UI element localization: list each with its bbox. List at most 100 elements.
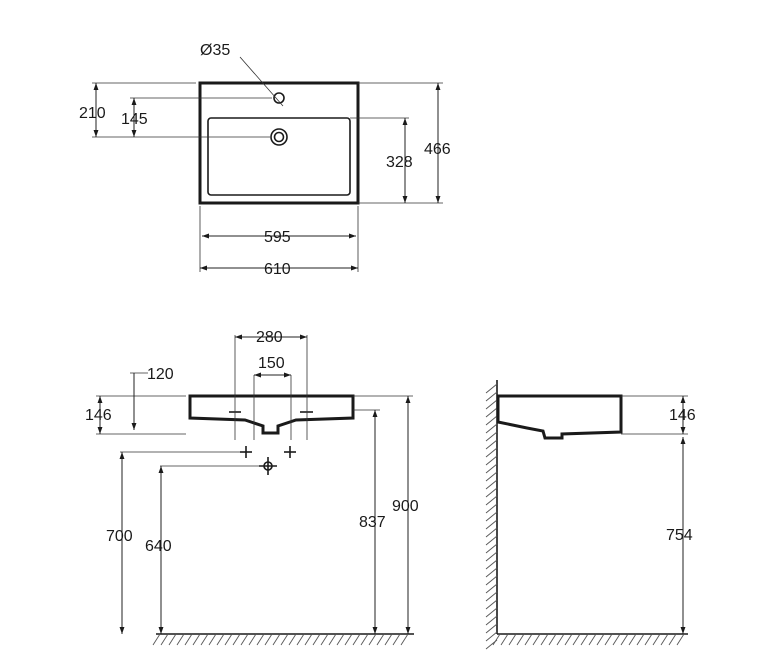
hatch-stroke [328, 633, 337, 646]
label-900: 900 [392, 498, 419, 515]
hatch-stroke [216, 633, 225, 646]
hatch-stroke [485, 391, 498, 402]
hatch-stroke [296, 633, 305, 646]
hatch-stroke [485, 495, 498, 506]
label-328: 328 [386, 154, 413, 171]
drain-inner [273, 131, 285, 143]
hatch-stroke [516, 633, 525, 646]
front-basin-outline [188, 394, 355, 435]
top-view: Ø35 210 145 328 466 595 610 [79, 42, 451, 278]
hatch-stroke [612, 633, 621, 646]
hatch-stroke [485, 575, 498, 586]
tap-hole [273, 92, 285, 104]
hatch-stroke [660, 633, 669, 646]
drain-marker [259, 457, 277, 475]
wall-hatch [485, 383, 498, 650]
hatch-stroke [352, 633, 361, 646]
hatch-stroke [485, 447, 498, 458]
hatch-stroke [485, 543, 498, 554]
hatch-stroke [485, 583, 498, 594]
label-837: 837 [359, 514, 386, 531]
hatch-stroke [344, 633, 353, 646]
hatch-stroke [485, 511, 498, 522]
hatch-stroke [485, 407, 498, 418]
label-610: 610 [264, 261, 291, 278]
hatch-stroke [384, 633, 393, 646]
hatch-stroke [485, 607, 498, 618]
hatch-stroke [485, 631, 498, 642]
hatch-stroke [280, 633, 289, 646]
hatch-stroke [485, 591, 498, 602]
hatch-stroke [564, 633, 573, 646]
hatch-stroke [336, 633, 345, 646]
hatch-stroke [485, 399, 498, 410]
hatch-stroke [208, 633, 217, 646]
hatch-stroke [485, 527, 498, 538]
hatch-stroke [288, 633, 297, 646]
hatch-stroke [644, 633, 653, 646]
label-280: 280 [256, 329, 283, 346]
label-120: 120 [147, 366, 174, 383]
side-basin-outline [496, 394, 623, 440]
label-640: 640 [145, 538, 172, 555]
hatch-stroke [192, 633, 201, 646]
hatch-stroke [368, 633, 377, 646]
hatch-stroke [485, 463, 498, 474]
hatch-stroke [628, 633, 637, 646]
hatch-stroke [485, 623, 498, 634]
hatch-stroke [160, 633, 169, 646]
hatch-stroke [485, 423, 498, 434]
hatch-stroke [676, 633, 685, 646]
hatch-stroke [524, 633, 533, 646]
hatch-stroke [588, 633, 597, 646]
label-700: 700 [106, 528, 133, 545]
floor-hatch [152, 633, 409, 646]
drain-outer [270, 128, 288, 146]
hatch-stroke [556, 633, 565, 646]
hatch-stroke [392, 633, 401, 646]
hatch-stroke [200, 633, 209, 646]
bowl-outline [207, 117, 351, 196]
hatch-stroke [320, 633, 329, 646]
label-595: 595 [264, 229, 291, 246]
label-210: 210 [79, 105, 106, 122]
hatch-stroke [485, 471, 498, 482]
hatch-stroke [168, 633, 177, 646]
hatch-stroke [485, 431, 498, 442]
hatch-stroke [485, 455, 498, 466]
hatch-stroke [304, 633, 313, 646]
hatch-stroke [485, 551, 498, 562]
label-146-side: 146 [669, 407, 696, 424]
hatch-stroke [485, 519, 498, 530]
side-view: 146 754 [485, 380, 696, 650]
hatch-stroke [532, 633, 541, 646]
hatch-stroke [224, 633, 233, 646]
front-view: 280 150 120 146 700 640 837 900 [85, 329, 419, 646]
hatch-stroke [492, 633, 501, 646]
hatch-stroke [500, 633, 509, 646]
label-diameter: Ø35 [200, 42, 230, 59]
hatch-stroke [312, 633, 321, 646]
hatch-stroke [620, 633, 629, 646]
hatch-stroke [376, 633, 385, 646]
hatch-stroke [485, 567, 498, 578]
hatch-stroke [360, 633, 369, 646]
hatch-stroke [264, 633, 273, 646]
label-150: 150 [258, 355, 285, 372]
label-466: 466 [424, 141, 451, 158]
hatch-stroke [508, 633, 517, 646]
hatch-stroke [485, 503, 498, 514]
hatch-stroke [184, 633, 193, 646]
hatch-stroke [176, 633, 185, 646]
hatch-stroke [580, 633, 589, 646]
hatch-stroke [485, 487, 498, 498]
hatch-stroke [485, 599, 498, 610]
hatch-stroke [485, 479, 498, 490]
hatch-stroke [636, 633, 645, 646]
hatch-stroke [572, 633, 581, 646]
hatch-stroke [485, 535, 498, 546]
hatch-stroke [400, 633, 409, 646]
hatch-stroke [668, 633, 677, 646]
hatch-stroke [540, 633, 549, 646]
